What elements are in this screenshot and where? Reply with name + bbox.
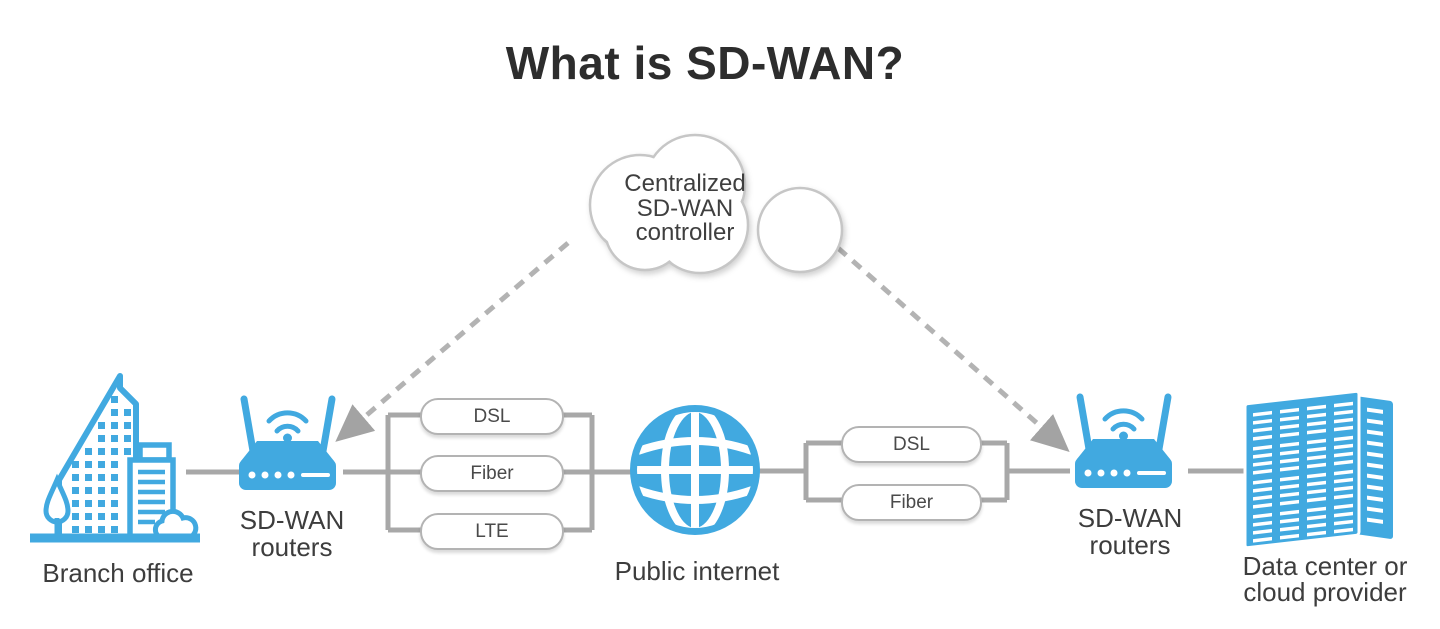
left-routers-label: SD-WAN routers: [212, 507, 372, 561]
branch-office-icon: [30, 373, 200, 543]
public-internet-globe-icon: [630, 405, 760, 535]
right-links-left-stubs: [806, 440, 842, 503]
right-link-pill-dsl-label: DSL: [893, 433, 930, 455]
data-center-label-line2: cloud provider: [1243, 577, 1407, 607]
left-link-pill-lte-label: LTE: [475, 520, 509, 542]
left-link-pill-lte: LTE: [420, 513, 564, 550]
dashed-arrow-controller-to-right-router: [836, 246, 1070, 452]
left-routers-label-line2: routers: [251, 532, 333, 562]
controller-label-line2: SD-WAN: [636, 194, 734, 222]
branch-office-label: Branch office: [42, 558, 194, 588]
left-link-pill-dsl: DSL: [420, 398, 564, 435]
data-center-label: Data center or cloud provider: [1215, 553, 1435, 605]
controller-label-line1: Centralized: [624, 170, 746, 197]
right-routers-label: SD-WAN routers: [1050, 505, 1210, 559]
page-title: What is SD-WAN?: [505, 37, 905, 89]
left-router-icon: [239, 395, 336, 490]
controller-label-line3: controller: [635, 219, 735, 246]
right-routers-label-line2: routers: [1089, 530, 1171, 560]
left-link-pill-fiber-label: Fiber: [470, 462, 514, 484]
left-links-left-stubs: [388, 412, 424, 533]
right-link-pill-dsl: DSL: [841, 426, 982, 463]
right-router-icon: [1075, 393, 1172, 488]
controller-cloud-icon: [588, 133, 844, 275]
controller-label: Centralized SD-WAN controller: [600, 170, 770, 246]
right-link-pill-fiber: Fiber: [841, 484, 982, 521]
left-link-pill-fiber: Fiber: [420, 455, 564, 492]
left-link-pill-dsl-label: DSL: [473, 405, 511, 427]
data-center-icon: [1243, 389, 1393, 550]
public-internet-label: Public internet: [614, 556, 780, 586]
right-link-pill-fiber-label: Fiber: [889, 491, 934, 513]
data-center-label-line1: Data center or: [1242, 551, 1408, 581]
left-routers-label-line1: SD-WAN: [239, 505, 345, 535]
right-routers-label-line1: SD-WAN: [1077, 503, 1183, 533]
dashed-arrow-controller-to-left-router: [335, 241, 570, 442]
